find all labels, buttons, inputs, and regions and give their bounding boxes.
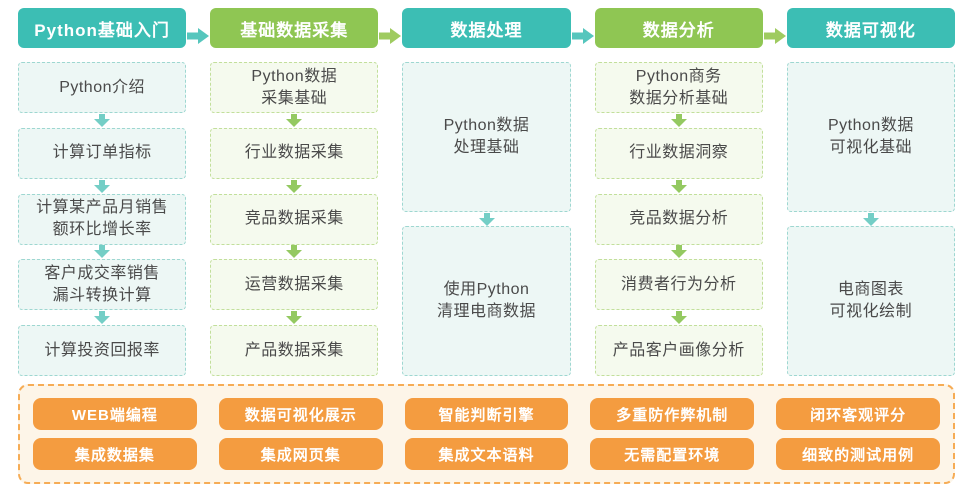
feature-tag: WEB端编程 — [33, 398, 197, 430]
down-arrow-icon — [595, 179, 763, 193]
down-arrow-icon — [18, 311, 186, 325]
course-box: 竞品数据采集 — [210, 193, 379, 245]
right-arrow-icon — [571, 28, 594, 44]
stage-flow: Python数据 处理基础 使用Python 清理电商数据 — [402, 62, 571, 376]
course-box: 消费者行为分析 — [594, 259, 763, 311]
right-arrow-icon — [187, 28, 210, 44]
stage-column-data-collection: 基础数据采集 Python数据 采集基础 行业数据采集 竞品数据采集 运营数据采… — [210, 8, 379, 376]
course-box: 产品数据采集 — [210, 325, 379, 376]
feature-tag: 集成数据集 — [33, 438, 197, 470]
feature-tag: 智能判断引擎 — [404, 398, 569, 430]
stage-flow: Python介绍 计算订单指标 计算某产品月销售 额环比增长率 客户成交率销售 … — [18, 62, 187, 376]
feature-column: 闭环客观评分 细致的测试用例 — [776, 398, 940, 470]
down-arrow-icon — [18, 113, 186, 127]
down-arrow-icon — [18, 245, 186, 259]
down-arrow-icon — [210, 311, 378, 325]
feature-column: 多重防作弊机制 无需配置环境 — [590, 398, 755, 470]
course-box: Python介绍 — [18, 62, 187, 113]
feature-tag: 闭环客观评分 — [776, 398, 940, 430]
right-arrow-icon — [763, 28, 786, 44]
stage-flow: Python商务 数据分析基础 行业数据洞察 竞品数据分析 消费者行为分析 产品… — [594, 62, 763, 376]
course-box: 运营数据采集 — [210, 259, 379, 311]
features-panel: WEB端编程 集成数据集 数据可视化展示 集成网页集 智能判断引擎 集成文本语料… — [18, 384, 955, 484]
feature-tag: 集成网页集 — [218, 438, 383, 470]
stage-header: 基础数据采集 — [210, 8, 379, 48]
stage-header: 数据分析 — [594, 8, 763, 48]
down-arrow-icon — [210, 113, 378, 127]
stage-header: Python基础入门 — [18, 8, 187, 48]
course-box: 计算投资回报率 — [18, 325, 187, 376]
feature-column: WEB端编程 集成数据集 — [33, 398, 197, 470]
stage-column-data-visualization: 数据可视化 Python数据 可视化基础 电商图表 可视化绘制 — [786, 8, 956, 376]
right-arrow-icon — [379, 28, 402, 44]
down-arrow-icon — [210, 245, 378, 259]
stage-connector — [186, 8, 210, 376]
feature-tag: 细致的测试用例 — [776, 438, 940, 470]
course-box: 行业数据洞察 — [594, 127, 763, 179]
course-box: 计算订单指标 — [18, 127, 187, 179]
course-box: 计算某产品月销售 额环比增长率 — [18, 193, 187, 245]
course-box: 电商图表 可视化绘制 — [786, 226, 956, 376]
down-arrow-icon — [18, 179, 186, 193]
stage-column-data-processing: 数据处理 Python数据 处理基础 使用Python 清理电商数据 — [402, 8, 571, 376]
course-box: Python数据 处理基础 — [402, 62, 571, 212]
course-box: 客户成交率销售 漏斗转换计算 — [18, 259, 187, 311]
stage-column-data-analysis: 数据分析 Python商务 数据分析基础 行业数据洞察 竞品数据分析 消费者行为… — [594, 8, 763, 376]
stage-header: 数据处理 — [402, 8, 571, 48]
feature-column: 智能判断引擎 集成文本语料 — [404, 398, 569, 470]
course-box: Python数据 采集基础 — [210, 62, 379, 113]
course-box: Python商务 数据分析基础 — [594, 62, 763, 113]
stage-flow: Python数据 采集基础 行业数据采集 竞品数据采集 运营数据采集 产品数据采… — [210, 62, 379, 376]
feature-tag: 数据可视化展示 — [218, 398, 383, 430]
course-box: 使用Python 清理电商数据 — [402, 226, 571, 376]
stage-connector — [571, 8, 595, 376]
course-box: 产品客户画像分析 — [594, 325, 763, 376]
course-box: Python数据 可视化基础 — [786, 62, 956, 212]
feature-column: 数据可视化展示 集成网页集 — [218, 398, 383, 470]
feature-tag: 无需配置环境 — [590, 438, 755, 470]
course-box: 行业数据采集 — [210, 127, 379, 179]
stage-connector — [763, 8, 787, 376]
down-arrow-icon — [595, 113, 763, 127]
feature-tag: 多重防作弊机制 — [590, 398, 755, 430]
stage-header: 数据可视化 — [786, 8, 956, 48]
down-arrow-icon — [595, 245, 763, 259]
feature-tag: 集成文本语料 — [404, 438, 569, 470]
down-arrow-icon — [402, 212, 570, 226]
course-box: 竞品数据分析 — [594, 193, 763, 245]
stage-connector — [378, 8, 402, 376]
down-arrow-icon — [787, 212, 955, 226]
stages-row: Python基础入门 Python介绍 计算订单指标 计算某产品月销售 额环比增… — [18, 8, 956, 376]
down-arrow-icon — [595, 311, 763, 325]
stage-flow: Python数据 可视化基础 电商图表 可视化绘制 — [786, 62, 956, 376]
down-arrow-icon — [210, 179, 378, 193]
stage-column-python-basics: Python基础入门 Python介绍 计算订单指标 计算某产品月销售 额环比增… — [18, 8, 187, 376]
